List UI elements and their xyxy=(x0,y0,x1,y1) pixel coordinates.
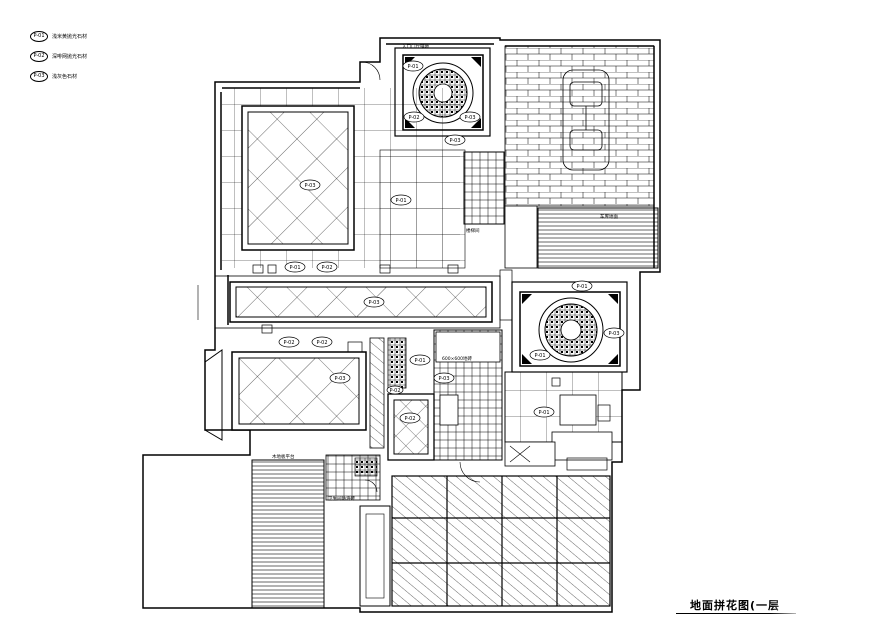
drawing-title: 地面拼花图(一层 xyxy=(690,599,781,612)
tag-p02-lower2: P-02 xyxy=(316,340,327,346)
note-stair: 楼梯间 xyxy=(466,227,480,234)
note-toilet: 卫生间防滑砖 xyxy=(328,495,355,502)
legend-tag: P-03 xyxy=(30,70,48,82)
mosaic-strip xyxy=(387,337,407,389)
tag-p03-med2-right: P-03 xyxy=(608,331,619,337)
legend-row-p01: P-01 浅米黄抛光石材 xyxy=(30,26,140,46)
tag-p01-med2-left: P-01 xyxy=(534,353,545,359)
tag-p03-living: P-03 xyxy=(304,183,315,189)
floor-medallion-right xyxy=(538,297,604,363)
tag-p02-bath: P-02 xyxy=(404,416,415,422)
car-outline xyxy=(562,69,610,171)
tag-p03-med-bottom: P-03 xyxy=(334,376,345,382)
tag-p03-med-br: P-03 xyxy=(464,115,475,121)
lower-stair xyxy=(251,459,325,609)
bay-window xyxy=(204,349,223,441)
legend-text: 浅灰色石材 xyxy=(52,73,78,80)
terrace-floor xyxy=(391,475,611,607)
legend-tag: P-02 xyxy=(30,50,48,62)
garage-floor xyxy=(504,45,655,207)
note-terrace: 木地板平台 xyxy=(272,453,295,460)
title-underline xyxy=(676,613,796,614)
tag-p01-kitchen: P-01 xyxy=(538,410,549,416)
watermark-fade xyxy=(770,588,874,628)
tag-p02-mid: P-02 xyxy=(321,265,332,271)
tag-p02-med-bl: P-02 xyxy=(408,115,419,121)
tag-p02-small: P-02 xyxy=(389,388,400,394)
material-legend: P-01 浅米黄抛光石材 P-02 深啡网抛光石材 P-03 浅灰色石材 xyxy=(30,26,140,86)
terrace-grid xyxy=(392,476,610,606)
material-tags xyxy=(278,60,625,424)
tag-p01-left: P-01 xyxy=(289,265,300,271)
room-notes: 入口门厅铺地 车库地面 楼梯间 600×600地砖 木地板平台 卫生间防滑砖 xyxy=(272,43,618,502)
note-garage: 车库地面 xyxy=(600,213,618,220)
legend-text: 浅米黄抛光石材 xyxy=(52,33,88,40)
note-entry: 入口门厅铺地 xyxy=(402,43,429,50)
tag-p01-med-top: P-01 xyxy=(407,64,418,70)
stair-lines xyxy=(463,151,505,225)
door-swings xyxy=(197,61,481,493)
tag-p01-hall: P-01 xyxy=(395,198,406,204)
legend-row-p03: P-03 浅灰色石材 xyxy=(30,66,140,86)
tag-labels: P-03 P-01 P-03 P-03 P-01 P-02 P-02 P-02 … xyxy=(283,64,619,422)
tag-p03-corridor: P-03 xyxy=(449,138,460,144)
note-kitchen: 600×600地砖 xyxy=(442,355,472,362)
tag-p01-med2-top: P-01 xyxy=(576,284,587,290)
tag-p03-bath: P-03 xyxy=(438,376,449,382)
tag-p03-dining: P-03 xyxy=(368,300,379,306)
fixtures xyxy=(252,264,611,471)
legend-text: 深啡网抛光石材 xyxy=(52,53,88,60)
tag-p02-lower: P-02 xyxy=(283,340,294,346)
legend-row-p02: P-02 深啡网抛光石材 xyxy=(30,46,140,66)
legend-tag: P-01 xyxy=(30,30,48,42)
tag-p01-bath-top: P-01 xyxy=(414,358,425,364)
